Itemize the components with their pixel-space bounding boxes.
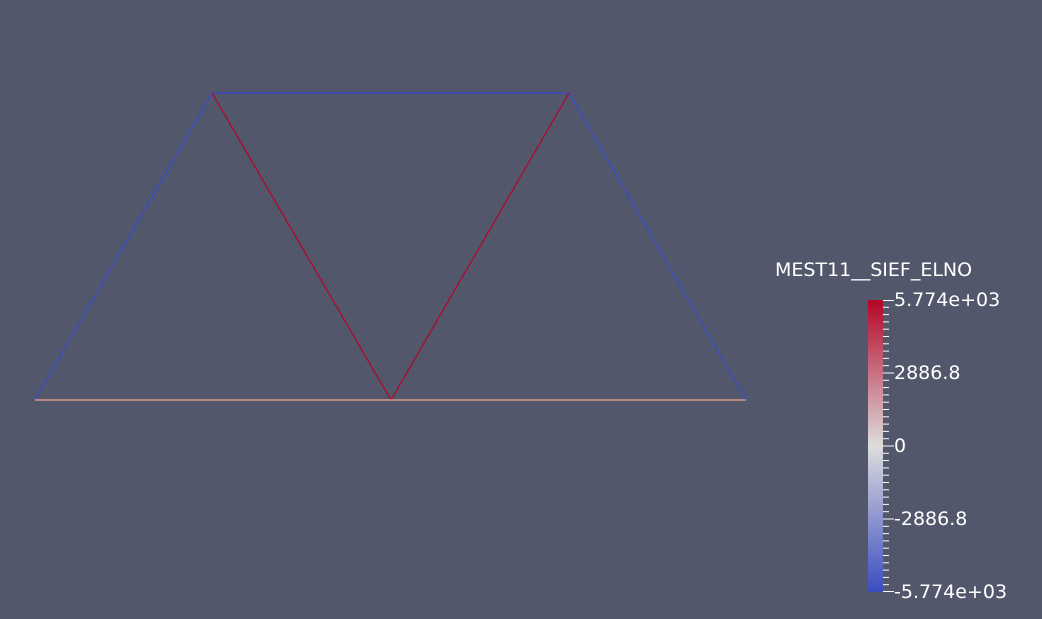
tick-label-zero: 0 xyxy=(894,435,907,457)
tick-label-max: 5.774e+03 xyxy=(894,289,1001,311)
tick-label-min: -5.774e+03 xyxy=(894,581,1008,603)
right-diagonal xyxy=(568,92,747,401)
color-bar-gradient xyxy=(868,300,883,592)
left-diagonal xyxy=(34,92,213,401)
inner-right-diagonal xyxy=(390,92,570,401)
inner-left-diagonal xyxy=(211,92,392,401)
color-bar-minor-ticks xyxy=(883,300,894,592)
color-bar[interactable] xyxy=(868,300,902,592)
tick-label-upper: 2886.8 xyxy=(894,362,961,384)
tick-label-lower: -2886.8 xyxy=(894,507,968,530)
legend-title: MEST11__SIEF_ELNO xyxy=(775,259,973,281)
